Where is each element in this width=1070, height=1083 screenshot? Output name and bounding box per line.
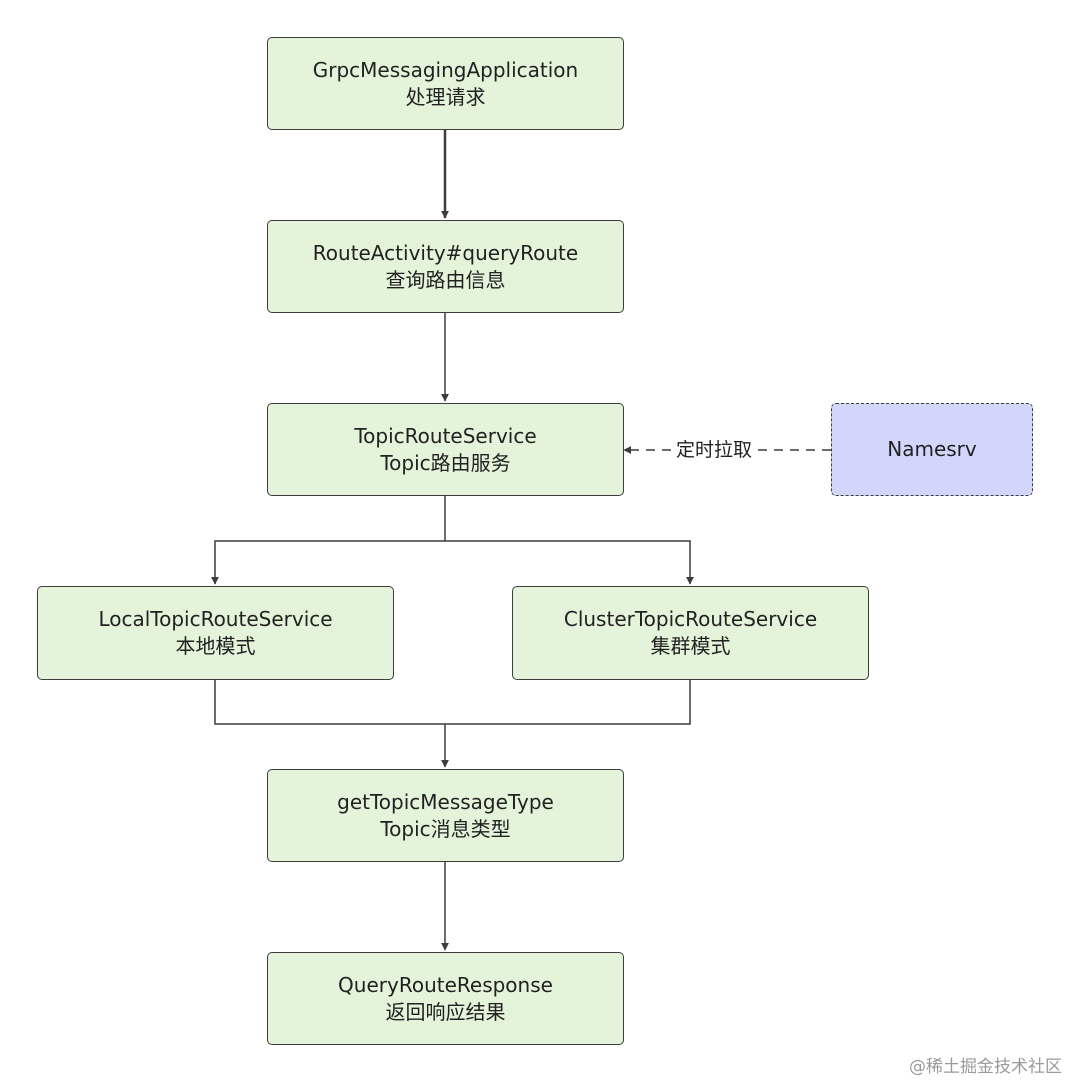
node-title: QueryRouteResponse <box>338 972 553 997</box>
node-query-route-response: QueryRouteResponse 返回响应结果 <box>267 952 624 1045</box>
node-title: Namesrv <box>887 437 977 461</box>
edge-split-to-cluster-service <box>445 540 694 585</box>
node-namesrv: Namesrv <box>831 403 1033 496</box>
node-title: LocalTopicRouteService <box>98 607 333 631</box>
node-subtitle: Topic消息类型 <box>380 816 511 841</box>
node-title: GrpcMessagingApplication <box>312 57 579 82</box>
node-title: TopicRouteService <box>354 423 537 448</box>
edge-cluster-service-to-merge <box>445 680 691 725</box>
node-title: RouteActivity#queryRoute <box>312 240 579 265</box>
node-route-activity: RouteActivity#queryRoute 查询路由信息 <box>267 220 624 313</box>
node-subtitle: 处理请求 <box>405 84 486 109</box>
node-topic-route-service: TopicRouteService Topic路由服务 <box>267 403 624 496</box>
edge-local-service-to-merge <box>214 680 445 725</box>
edge-split-to-local-service <box>211 540 445 585</box>
node-grpc-messaging-application: GrpcMessagingApplication 处理请求 <box>267 37 624 130</box>
node-subtitle: 返回响应结果 <box>385 999 506 1024</box>
node-get-topic-message-type: getTopicMessageType Topic消息类型 <box>267 769 624 862</box>
node-title: ClusterTopicRouteService <box>563 607 818 631</box>
edge-label-scheduled-pull: 定时拉取 <box>674 438 755 462</box>
node-cluster-topic-route-service: ClusterTopicRouteService 集群模式 <box>512 586 869 680</box>
node-subtitle: 集群模式 <box>650 634 731 658</box>
node-subtitle: 查询路由信息 <box>385 267 506 292</box>
node-local-topic-route-service: LocalTopicRouteService 本地模式 <box>37 586 394 680</box>
node-subtitle: 本地模式 <box>175 634 256 658</box>
node-subtitle: Topic路由服务 <box>380 450 511 475</box>
watermark: @稀土掘金技术社区 <box>909 1057 1062 1077</box>
node-title: getTopicMessageType <box>337 789 554 814</box>
